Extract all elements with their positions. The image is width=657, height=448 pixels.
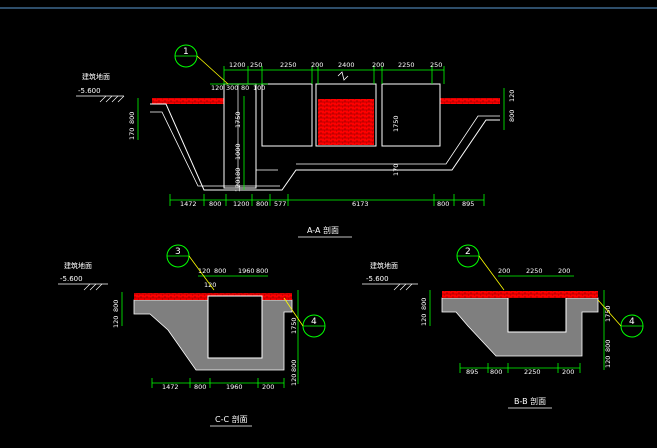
aa-dim-bottom-5: 6173 (352, 200, 369, 208)
bb-callout-left-number: 2 (465, 247, 471, 257)
cc-opening (207, 295, 263, 359)
cc-dim-top-2: 1960 (238, 267, 255, 275)
aa-dim-bottom-7: 895 (462, 200, 474, 208)
aa-dim-top-3: 200 (311, 61, 323, 69)
aa-dim-mid-0: 1750 (234, 111, 242, 128)
cc-callout-right-number: 4 (311, 317, 317, 327)
aa-dim-bottom-3: 800 (256, 200, 268, 208)
aa-dim-top-0: 1200 (229, 61, 246, 69)
aa-dim-top-6: 2250 (398, 61, 415, 69)
aa-dim-sub-1: 300 (226, 84, 238, 92)
aa-ground-hatch (99, 95, 125, 103)
aa-dim-bottom-2: 1200 (233, 200, 250, 208)
cc-dim-left-1: 120 (112, 316, 120, 328)
bb-dim-left-1: 120 (420, 314, 428, 326)
bb-bottom-dim-ticks (459, 363, 581, 373)
cc-dim-top-3: 800 (256, 267, 268, 275)
bb-dim-top-1: 2250 (526, 267, 543, 275)
cc-dim-bottom-2: 1960 (226, 383, 243, 391)
aa-dim-bottom-1: 800 (209, 200, 221, 208)
aa-dim-bottom-4: 577 (274, 200, 286, 208)
cc-ground-level: -5.600 (60, 275, 83, 283)
aa-chamber-2 (261, 83, 313, 147)
aa-dim-sub-2: 80 (241, 84, 249, 92)
aa-dim-right-1: 800 (508, 110, 516, 122)
aa-section-title: A-A 剖面 (307, 225, 339, 235)
aa-brick-left (152, 98, 224, 104)
aa-dim-right-0: 120 (508, 90, 516, 102)
bb-brick-top (442, 291, 598, 298)
bb-dim-right-0: 1750 (604, 305, 612, 322)
aa-dim-top-1: 250 (250, 61, 262, 69)
aa-dim-top-7: 250 (430, 61, 442, 69)
bb-dim-bottom-1: 800 (490, 368, 502, 376)
bb-callout-left-leader (478, 255, 505, 291)
bb-opening (507, 298, 567, 333)
bb-ground-label: 建筑地面 (370, 261, 398, 270)
aa-dim-sub-0: 120 (211, 84, 223, 92)
aa-outer-outline (150, 103, 500, 191)
bb-dim-right-1: 800 (604, 340, 612, 352)
cc-dim-right-2: 120 (290, 374, 298, 386)
aa-bottom-dim-ticks (169, 194, 485, 206)
bb-callout-right-leader (597, 299, 622, 327)
bb-dim-bottom-0: 895 (466, 368, 478, 376)
section-bb: 建筑地面 -5.600 200 2250 200 800 120 1750 80… (362, 244, 644, 409)
cc-callout-right-leader (283, 297, 304, 327)
aa-dim-mid-1: 1000 (234, 143, 242, 160)
cc-callout-left-number: 3 (175, 247, 181, 257)
cc-dim-right-1: 800 (290, 360, 298, 372)
bb-section-title: B-B 剖面 (514, 396, 546, 406)
cc-bottom-dim-ticks (151, 378, 285, 388)
cc-callout-left-leader (188, 255, 215, 291)
aa-break-mark (337, 71, 349, 81)
bb-ground-level: -5.600 (366, 275, 389, 283)
bb-dim-top-0: 200 (498, 267, 510, 275)
cc-dim-top-0: 120 (198, 267, 210, 275)
aa-dim-top-4: 2400 (338, 61, 355, 69)
aa-ground-level: -5.600 (78, 87, 101, 95)
section-aa: 建筑地面 -5.600 1200 250 2250 200 (76, 44, 516, 238)
aa-top-dim-ticks (223, 66, 445, 84)
aa-dim-bottom-6: 800 (437, 200, 449, 208)
bb-dim-top-2: 200 (558, 267, 570, 275)
aa-chamber-4 (381, 83, 441, 147)
aa-ground-label: 建筑地面 (82, 72, 110, 81)
aa-dim-mid-3: 120 (234, 180, 242, 192)
aa-chamber-3 (315, 83, 377, 147)
aa-dim-top-2: 2250 (280, 61, 297, 69)
aa-callout-number: 1 (183, 47, 189, 57)
bb-callout-right-number: 4 (629, 317, 635, 327)
cc-dim-bottom-0: 1472 (162, 383, 179, 391)
aa-brick-center (318, 99, 374, 145)
bb-dim-bottom-3: 200 (562, 368, 574, 376)
cc-dim-right-0: 1750 (290, 317, 298, 334)
aa-dim-left-0: 800 (128, 112, 136, 124)
cc-section-title: C-C 剖面 (215, 414, 248, 424)
cc-ground-hatch (83, 283, 103, 291)
cc-ground-label: 建筑地面 (64, 261, 92, 270)
aa-inner-outline (150, 111, 280, 187)
aa-brick-right (440, 98, 500, 104)
bb-ground-hatch (393, 283, 413, 291)
bb-dim-right-2: 120 (604, 356, 612, 368)
aa-dim-sub-3: 100 (253, 84, 265, 92)
aa-callout-leader (196, 55, 229, 85)
aa-dim-left-1: 170 (128, 128, 136, 140)
aa-dim-mid-2: 180 (234, 168, 242, 180)
cc-dim-bottom-1: 800 (194, 383, 206, 391)
section-cc: 建筑地面 -5.600 120 800 1960 800 120 800 120… (58, 244, 326, 427)
cc-dim-left-0: 800 (112, 300, 120, 312)
aa-dim-inner-right-0: 1750 (392, 115, 400, 132)
aa-dim-bottom-0: 1472 (180, 200, 197, 208)
cc-dim-bottom-3: 200 (262, 383, 274, 391)
aa-dim-top-5: 200 (372, 61, 384, 69)
bb-dim-bottom-2: 2250 (524, 368, 541, 376)
aa-right-slope (296, 115, 500, 165)
bb-dim-left-0: 800 (420, 298, 428, 310)
cc-dim-top-1: 800 (214, 267, 226, 275)
aa-dim-inner-right-1: 170 (392, 164, 400, 176)
